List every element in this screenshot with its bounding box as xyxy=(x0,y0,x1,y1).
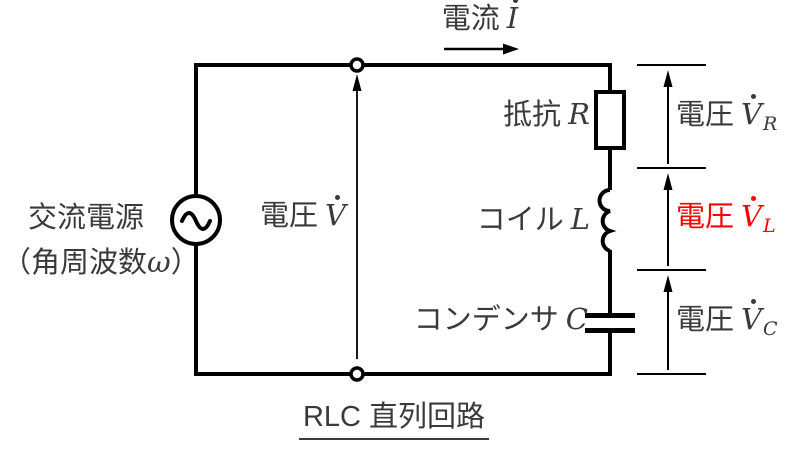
dot-mark xyxy=(512,0,518,3)
ac-source-detail-close: ） xyxy=(170,247,200,279)
ac-source-detail-open: （ xyxy=(2,247,32,279)
ac-source-name: 交流電源 xyxy=(28,202,145,234)
resistor-label-text: 抵抗 xyxy=(503,99,562,131)
current-label-text: 電流 xyxy=(441,3,500,35)
resistor-symbol: R xyxy=(568,97,590,131)
dot-mark xyxy=(335,195,341,200)
resistor-box xyxy=(594,90,626,150)
dot-mark xyxy=(751,94,757,99)
voltage-c-subscript: C xyxy=(762,318,778,340)
ac-source-detail: （角周波数ω） xyxy=(2,248,200,278)
voltage-c-label-text: 電圧 xyxy=(676,304,735,336)
caption-wrap: RLC 直列回路 xyxy=(0,401,788,441)
source-voltage-symbol: V xyxy=(325,195,346,230)
current-symbol: I xyxy=(507,0,518,33)
voltage-l-subscript: L xyxy=(762,215,776,237)
voltage-r-symbol: VR xyxy=(741,94,777,134)
bottom-node xyxy=(349,366,365,382)
voltage-r-subscript: R xyxy=(762,113,778,135)
capacitor-label-text: コンデンサ xyxy=(413,304,559,336)
coil-symbol xyxy=(597,188,617,253)
sine-wave-icon xyxy=(180,211,212,231)
dot-mark xyxy=(751,196,757,201)
dot-mark xyxy=(751,299,757,304)
voltage-r-label-text: 電圧 xyxy=(676,99,735,131)
top-node xyxy=(349,57,365,73)
voltage-l-symbol: VL xyxy=(741,196,776,236)
coil-symbol: L xyxy=(570,202,590,236)
ac-source-detail-text: 角周波数 xyxy=(31,247,148,279)
source-voltage-label-text: 電圧 xyxy=(260,200,319,232)
diagram-caption: RLC 直列回路 xyxy=(298,401,490,441)
vr-arrow-head xyxy=(663,70,673,87)
omega-symbol: ω xyxy=(147,245,171,279)
voltage-l-label-text: 電圧 xyxy=(676,201,735,233)
coil-label-text: コイル xyxy=(476,204,564,236)
capacitor-symbol: C xyxy=(565,302,588,336)
voltage-arrow-head xyxy=(352,74,362,91)
vl-arrow-head xyxy=(663,173,673,190)
voltage-c-symbol: VC xyxy=(741,299,778,339)
vc-arrow-head xyxy=(663,275,673,292)
current-arrow-head xyxy=(503,43,519,55)
